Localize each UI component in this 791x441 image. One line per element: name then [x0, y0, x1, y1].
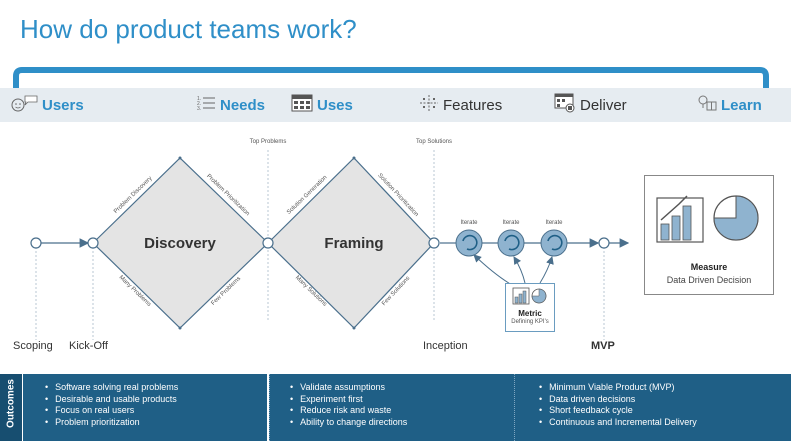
stage-mvp: MVP: [591, 340, 615, 352]
outcomes-panel-delivery: Minimum Viable Product (MVP) Data driven…: [514, 374, 791, 441]
stage-scoping: Scoping: [13, 340, 53, 352]
flow-step-users: Users: [10, 94, 84, 116]
measure-chart-icon: [656, 195, 759, 243]
feedback-loop-arrow: [13, 67, 769, 92]
stage-kickoff: Kick-Off: [69, 340, 108, 352]
node-inception: [428, 237, 440, 249]
list-item: Validate assumptions: [290, 382, 514, 394]
label-iterate-1: Iterate: [460, 220, 478, 226]
label-top-solutions: Top Solutions: [416, 139, 452, 145]
outcomes-panel-discovery: Software solving real problems Desirable…: [23, 374, 267, 441]
label-iterate-2: Iterate: [502, 220, 520, 226]
measure-box: Measure Data Driven Decision: [644, 175, 774, 295]
flow-step-deliver: Deliver: [554, 93, 627, 117]
outcomes-list-1: Software solving real problems Desirable…: [23, 374, 267, 428]
list-item: Software solving real problems: [45, 382, 267, 394]
list-item: Focus on real users: [45, 405, 267, 417]
flow-step-learn: Learn: [697, 94, 762, 116]
node-top-problems: [262, 237, 274, 249]
metric-subtitle: Defining KPI's: [511, 319, 549, 325]
svg-text:2.: 2.: [197, 101, 201, 107]
list-item: Desirable and usable products: [45, 394, 267, 406]
list-item: Data driven decisions: [539, 394, 791, 406]
learn-bulb-icon: [697, 94, 717, 116]
features-dots-icon: [419, 94, 439, 116]
numbered-list-icon: 1.2.3.: [196, 94, 216, 116]
list-item: Continuous and Incremental Delivery: [539, 417, 791, 429]
flow-step-features: Features: [419, 94, 502, 116]
list-item: Problem prioritization: [45, 417, 267, 429]
node-scoping: [30, 237, 42, 249]
user-speech-icon: [10, 94, 38, 116]
flow-label-users: Users: [42, 96, 84, 114]
flow-label-deliver: Deliver: [580, 96, 627, 114]
metric-title: Metric: [518, 309, 542, 318]
svg-text:3.: 3.: [197, 106, 201, 112]
node-kickoff: [87, 237, 99, 249]
list-item: Short feedback cycle: [539, 405, 791, 417]
outcomes-list-2: Validate assumptions Experiment first Re…: [270, 374, 514, 428]
measure-title: Measure: [690, 262, 728, 272]
flow-label-needs: Needs: [220, 96, 266, 114]
list-item: Experiment first: [290, 394, 514, 406]
outcomes-panel-framing: Validate assumptions Experiment first Re…: [269, 374, 514, 441]
page-title: How do product teams work?: [20, 14, 357, 44]
metric-chart-icon: [512, 287, 547, 305]
flow-label-learn: Learn: [721, 96, 762, 114]
outcomes-label: Outcomes: [5, 379, 17, 428]
node-mvp: [598, 237, 610, 249]
iterate-cycle-1: [455, 229, 483, 257]
stage-inception: Inception: [423, 340, 468, 352]
label-framing: Framing: [324, 235, 383, 252]
flow-step-needs: 1.2.3. Needs: [196, 94, 265, 116]
list-item: Ability to change directions: [290, 417, 514, 429]
label-iterate-3: Iterate: [545, 220, 563, 226]
process-flow-bar: [0, 88, 791, 122]
iterate-cycle-2: [497, 229, 525, 257]
svg-text:1.: 1.: [197, 96, 201, 102]
flow-step-uses: Uses: [291, 94, 353, 116]
measure-subtitle: Data Driven Decision: [666, 275, 752, 285]
label-top-problems: Top Problems: [250, 139, 287, 145]
outcomes-label-panel: Outcomes: [0, 374, 22, 441]
iterate-cycle-3: [540, 229, 568, 257]
outcomes-list-3: Minimum Viable Product (MVP) Data driven…: [515, 374, 791, 428]
list-item: Reduce risk and waste: [290, 405, 514, 417]
flow-label-features: Features: [443, 96, 503, 114]
deliver-app-icon: [554, 93, 576, 117]
flow-label-uses: Uses: [317, 96, 353, 114]
list-item: Minimum Viable Product (MVP): [539, 382, 791, 394]
metric-box: Metric Defining KPI's: [505, 283, 555, 332]
label-discovery: Discovery: [144, 235, 216, 252]
table-grid-icon: [291, 94, 313, 116]
